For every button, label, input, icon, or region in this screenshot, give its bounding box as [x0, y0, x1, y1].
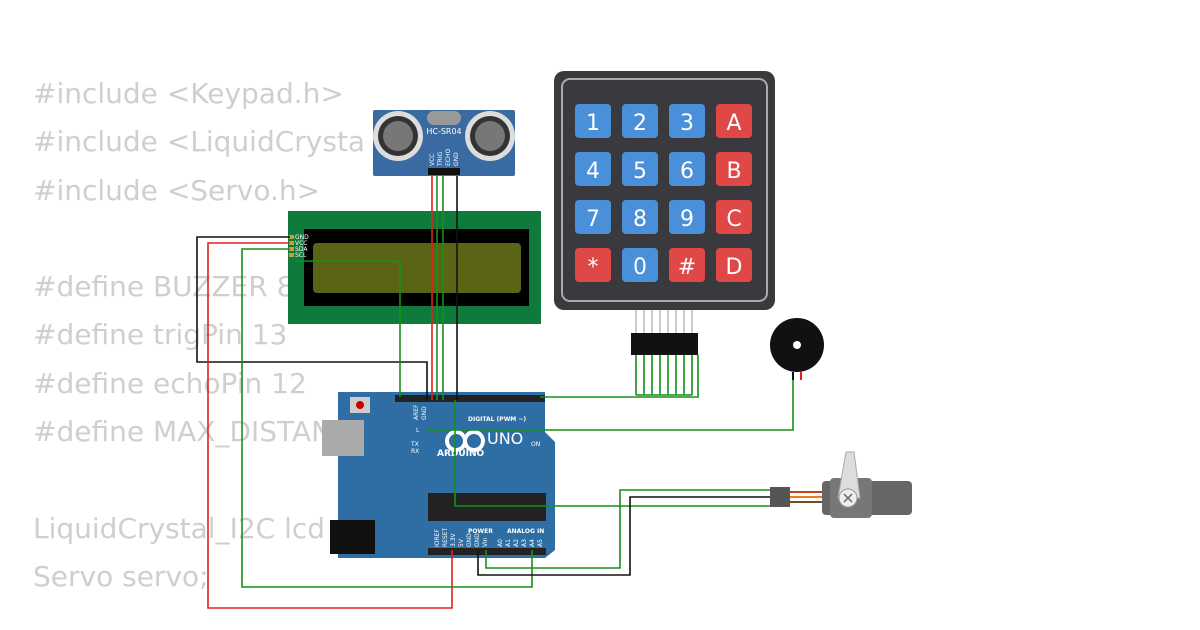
rx-label: RX — [411, 448, 419, 455]
ultrasonic-pin-label: ECHO — [445, 149, 452, 166]
ioref-pin-label: IOREF — [434, 529, 441, 547]
key-2[interactable]: 2 — [622, 104, 658, 138]
vin-pin-label: Vin — [482, 537, 489, 547]
arduino-model: UNO — [487, 429, 523, 448]
code-line: #include <Servo.h> — [33, 173, 321, 207]
key-#[interactable]: # — [669, 248, 705, 282]
digital-label: DIGITAL (PWM ~) — [468, 416, 526, 423]
l-label: L — [416, 427, 420, 434]
lcd-pin-label: SDA — [295, 246, 308, 253]
keypad[interactable]: 1 2 3 A 4 5 6 B 7 8 9 C * 0 # D — [554, 71, 775, 355]
code-line: #include <Keypad.h> — [33, 77, 344, 110]
key-label: 5 — [633, 159, 647, 184]
ultrasonic-pin-label: VCC — [429, 154, 436, 166]
lcd-pin — [289, 253, 294, 257]
a4-pin-label: A4 — [529, 539, 536, 547]
key-label: 2 — [633, 111, 647, 136]
key-label: 3 — [680, 111, 694, 136]
ultrasonic-label: HC-SR04 — [426, 127, 461, 136]
key-*[interactable]: * — [575, 248, 611, 282]
reset-pin-label: RESET — [442, 527, 449, 547]
3v3-pin-label: 3.3V — [450, 532, 457, 547]
power-label: POWER — [468, 528, 493, 535]
key-label: * — [588, 255, 599, 280]
arduino-logo: ARDUINO — [437, 449, 485, 459]
lcd-pin-label: VCC — [295, 240, 307, 247]
code-line: #define BUZZER 8 — [33, 270, 295, 304]
key-C[interactable]: C — [716, 200, 752, 234]
key-label: 6 — [680, 159, 694, 184]
key-B[interactable]: B — [716, 152, 752, 186]
key-label: 4 — [586, 159, 600, 184]
a0-pin-label: A0 — [497, 539, 504, 547]
wires — [196, 176, 794, 609]
key-label: 0 — [633, 255, 647, 280]
ultrasonic-pin-label: TRIG — [437, 151, 444, 167]
key-6[interactable]: 6 — [669, 152, 705, 186]
lcd-pin — [289, 247, 294, 251]
buzzer[interactable] — [770, 318, 824, 380]
key-1[interactable]: 1 — [575, 104, 611, 138]
on-label: ON — [531, 441, 540, 448]
key-label: # — [678, 255, 696, 280]
key-7[interactable]: 7 — [575, 200, 611, 234]
servo[interactable] — [770, 451, 912, 518]
key-label: 9 — [680, 207, 694, 232]
code-line: #define trigPin 13 — [33, 318, 288, 352]
gnd2-pin-label: GND — [474, 533, 481, 547]
key-label: C — [726, 207, 741, 232]
lcd-pin — [289, 241, 294, 245]
arduino-uno[interactable]: ARDUINO UNO DIGITAL (PWM ~) POWER ANALOG… — [322, 392, 555, 558]
lcd-pin-label: GND — [295, 234, 309, 241]
ultrasonic-pin-label: GND — [453, 152, 460, 166]
a5-pin-label: A5 — [537, 539, 544, 547]
analog-label: ANALOG IN — [507, 528, 544, 535]
key-3[interactable]: 3 — [669, 104, 705, 138]
key-label: A — [726, 111, 741, 136]
key-label: D — [726, 255, 743, 280]
gnd-pin-label: GND — [421, 406, 428, 420]
code-line: LiquidCrystal_I2C lcd — [33, 511, 326, 545]
key-D[interactable]: D — [716, 248, 752, 282]
tx-label: TX — [410, 441, 419, 448]
key-9[interactable]: 9 — [669, 200, 705, 234]
aref-pin-label: AREF — [413, 404, 420, 420]
key-label: B — [726, 159, 741, 184]
key-label: 8 — [633, 207, 647, 232]
gnd1-pin-label: GND — [466, 533, 473, 547]
5v-pin-label: 5V — [458, 538, 465, 547]
key-label: 7 — [586, 207, 600, 232]
key-4[interactable]: 4 — [575, 152, 611, 186]
key-5[interactable]: 5 — [622, 152, 658, 186]
key-A[interactable]: A — [716, 104, 752, 138]
key-0[interactable]: 0 — [622, 248, 658, 282]
a3-pin-label: A3 — [521, 539, 528, 547]
code-line: Servo servo; — [33, 559, 209, 593]
a1-pin-label: A1 — [505, 539, 512, 547]
lcd-pin — [289, 235, 294, 239]
a2-pin-label: A2 — [513, 539, 520, 547]
key-8[interactable]: 8 — [622, 200, 658, 234]
code-line: #include <LiquidCrysta — [33, 125, 366, 159]
lcd-pin-label: SCL — [295, 252, 307, 259]
key-label: 1 — [586, 111, 600, 136]
